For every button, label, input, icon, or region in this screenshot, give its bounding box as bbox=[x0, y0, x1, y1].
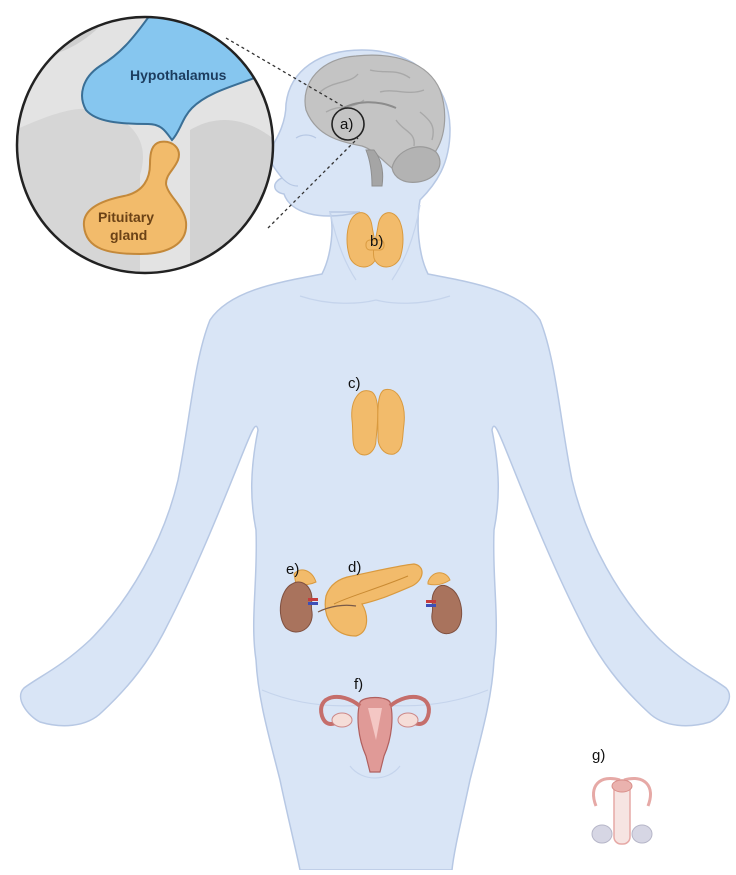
label-c: c) bbox=[348, 375, 361, 392]
label-a: a) bbox=[340, 116, 353, 133]
pituitary-label-line2: gland bbox=[110, 227, 147, 243]
label-f: f) bbox=[354, 676, 363, 693]
label-g: g) bbox=[592, 747, 605, 764]
pituitary-label-line1: Pituitary bbox=[98, 209, 154, 225]
testes: g) bbox=[592, 747, 652, 844]
label-b: b) bbox=[370, 233, 383, 250]
label-e: e) bbox=[286, 561, 299, 578]
label-d: d) bbox=[348, 559, 361, 576]
hypothalamus-label: Hypothalamus bbox=[130, 67, 227, 83]
